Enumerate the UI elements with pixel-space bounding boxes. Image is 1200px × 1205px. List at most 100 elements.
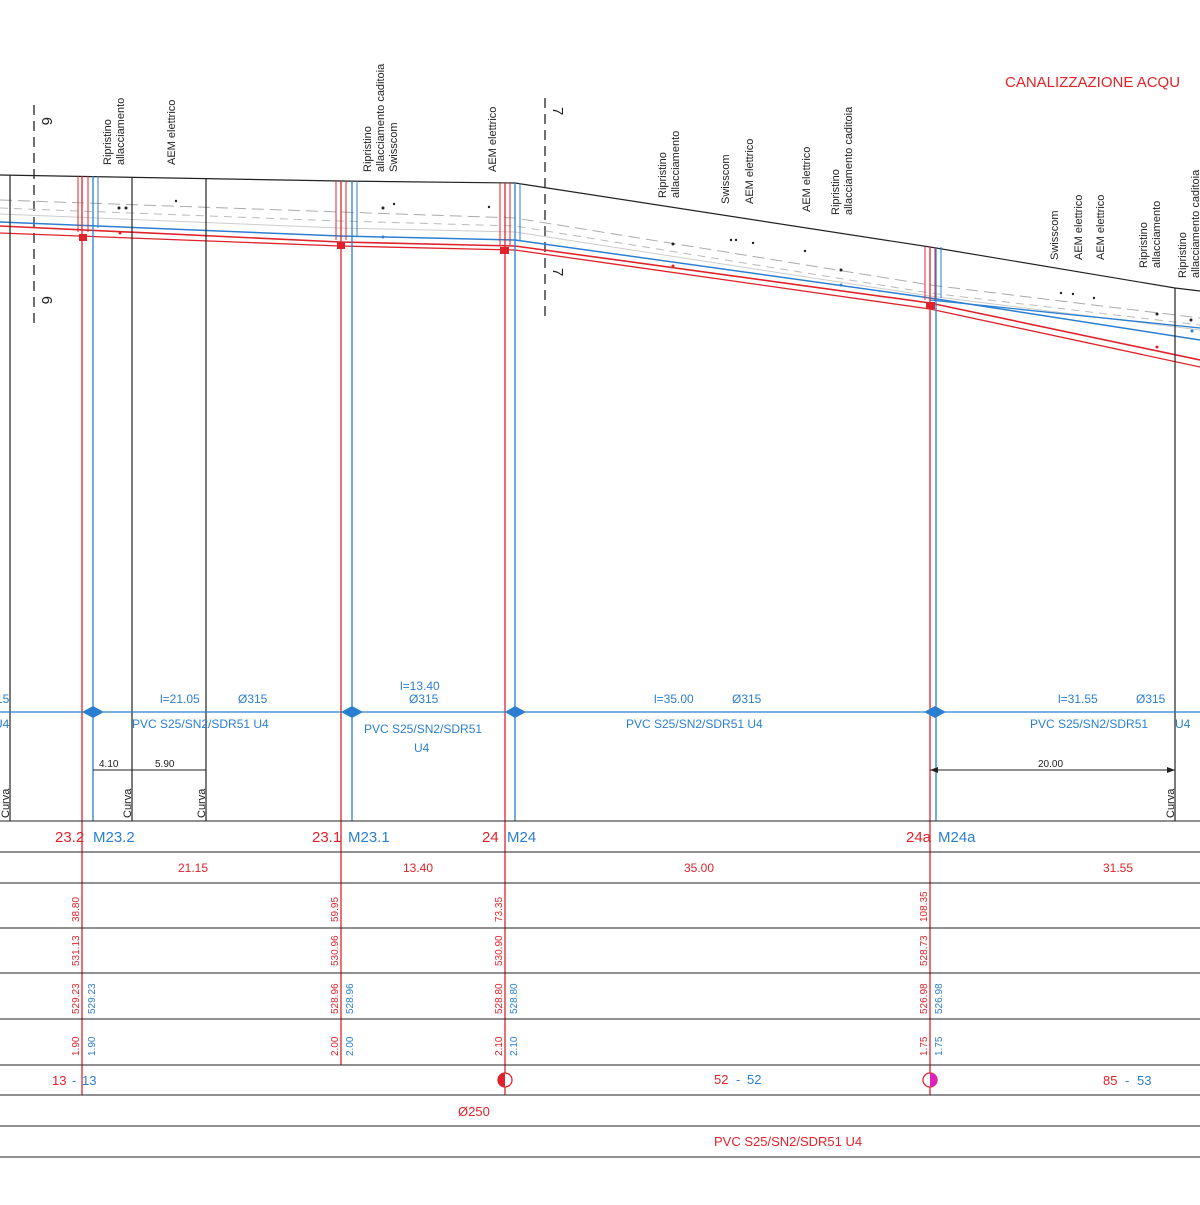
slope-2-red: 52: [714, 1072, 728, 1087]
depth-blue-24: 2.10: [509, 1036, 520, 1056]
annotation-ripristino-3: Ripristinoallacciamento: [1138, 201, 1163, 268]
annotation-aem-5: AEM elettrico: [1073, 195, 1085, 260]
invert-red-24: 528.80: [494, 983, 505, 1014]
invert-blue-23-2: 529.23: [87, 983, 98, 1014]
annotation-ripristino-caditoia-3: Ripristinoallacciamento caditoia: [1177, 169, 1200, 278]
left-partial-diameter: 15: [0, 692, 10, 706]
invert-red-24a: 526.98: [919, 983, 930, 1014]
slope-3-blue: 53: [1137, 1073, 1151, 1088]
slope-row: 13 - 13 52 - 52 85 - 53: [52, 1072, 1151, 1088]
structure-verticals: [9, 175, 1176, 821]
curva-2: Curva: [122, 788, 134, 818]
depth-red-23-1: 2.00: [330, 1036, 341, 1056]
annotation-aem-2: AEM elettrico: [487, 107, 499, 172]
distance-1: 21.15: [178, 861, 208, 875]
manhole-code-m24: M24: [507, 829, 536, 846]
progressive-23-1: 59.95: [330, 897, 341, 922]
depth-red-23-2: 1.90: [71, 1036, 82, 1056]
curve-labels: Curva Curva Curva Curva: [0, 788, 1177, 818]
existing-utility-line-2: [0, 207, 1200, 326]
depth-blue-23-2: 1.90: [87, 1036, 98, 1056]
depth-blue-23-1: 2.00: [345, 1036, 356, 1056]
annotation-aem-6: AEM elettrico: [1095, 195, 1107, 260]
slope-1-sep: -: [72, 1073, 76, 1088]
invert-blue-23-1: 528.96: [345, 983, 356, 1014]
manhole-code-m23-1: M23.1: [348, 829, 390, 846]
existing-utility-line-1: [0, 199, 1200, 319]
annotation-aem-1: AEM elettrico: [166, 100, 178, 165]
segment-3-material: PVC S25/SN2/SDR51 U4: [626, 717, 763, 731]
progressive-24: 73.35: [494, 897, 505, 922]
segment-2-length: l=13.40: [400, 679, 440, 693]
distance-4: 31.55: [1103, 861, 1133, 875]
manhole-id-24a: 24a: [906, 829, 932, 846]
pipe-segment-labels: 15 U4 l=21.05 Ø315 PVC S25/SN2/SDR51 U4 …: [0, 679, 1191, 755]
small-dimension-labels: 4.10 5.90 20.00: [99, 759, 1063, 770]
slope-1-red: 13: [52, 1073, 66, 1088]
small-dimension-arrows: [930, 767, 1175, 773]
segment-3-diameter: Ø315: [732, 692, 762, 706]
segment-3-length: l=35.00: [654, 692, 694, 706]
slope-1-blue: 13: [82, 1073, 96, 1088]
dim-20-00: 20.00: [1038, 759, 1063, 770]
segment-2-material-2: U4: [414, 741, 430, 755]
segment-1-material: PVC S25/SN2/SDR51 U4: [132, 717, 269, 731]
manhole-verticals: [77, 176, 942, 1095]
junction-symbols: [497, 1072, 938, 1088]
depth-blue-24a: 1.75: [934, 1036, 945, 1056]
manhole-id-23-2: 23.2: [55, 829, 84, 846]
invert-red-23-1: 528.96: [330, 983, 341, 1014]
segment-4-material-2: U4: [1175, 717, 1191, 731]
utility-markers: [117, 199, 1194, 349]
curva-1: Curva: [0, 788, 12, 818]
dim-5-90: 5.90: [155, 759, 175, 770]
manhole-id-23-1: 23.1: [312, 829, 341, 846]
invert-blue-24: 528.80: [509, 983, 520, 1014]
manhole-code-m23-2: M23.2: [93, 829, 135, 846]
depth-red-24a: 1.75: [919, 1036, 930, 1056]
manhole-marker-23-2: [79, 234, 87, 241]
segment-1-length: l=21.05: [160, 692, 200, 706]
annotation-ripristino-2: Ripristinoallacciamento: [657, 131, 682, 198]
manhole-code-m24a: M24a: [938, 829, 976, 846]
section-marker-6-top: 6: [38, 117, 55, 125]
blue-pipe-branch: [929, 299, 1200, 329]
left-partial-material: U4: [0, 717, 10, 731]
slope-3-sep: -: [1125, 1073, 1129, 1088]
curva-3: Curva: [196, 788, 208, 818]
annotation-ripristino-1: Ripristinoallacciamento: [102, 98, 127, 165]
section-marker-7-top: 7: [549, 107, 566, 115]
distance-2: 13.40: [403, 861, 433, 875]
terrain-24: 530.90: [494, 935, 505, 966]
slope-2-sep: -: [736, 1072, 740, 1087]
pipe-material-row: PVC S25/SN2/SDR51 U4: [714, 1134, 862, 1149]
section-marker-6-bottom: 6: [38, 296, 55, 304]
manhole-id-24: 24: [482, 829, 499, 846]
red-pipe-bottom: [0, 232, 1200, 368]
distance-row: 21.15 13.40 35.00 31.55: [178, 861, 1133, 875]
drawing-title: CANALIZZAZIONE ACQU: [1005, 74, 1180, 91]
terrain-line: [0, 174, 1200, 292]
invert-red-23-2: 529.23: [71, 983, 82, 1014]
terrain-23-1: 530.96: [330, 935, 341, 966]
segment-4-length: l=31.55: [1058, 692, 1098, 706]
annotation-swisscom-2: Swisscom: [1049, 210, 1061, 260]
annotation-aem-3: AEM elettrico: [744, 139, 756, 204]
invert-blue-24a: 526.98: [934, 983, 945, 1014]
dim-4-10: 4.10: [99, 759, 119, 770]
segment-1-diameter: Ø315: [238, 692, 268, 706]
segment-4-material: PVC S25/SN2/SDR51: [1030, 717, 1148, 731]
slope-3-red: 85: [1103, 1073, 1117, 1088]
annotation-swisscom-1: Swisscom: [720, 154, 732, 204]
curva-4: Curva: [1165, 788, 1177, 818]
depth-red-24: 2.10: [494, 1036, 505, 1056]
progressive-23-2: 38.80: [71, 897, 82, 922]
manhole-labels: 23.2 M23.2 23.1 M23.1 24 M24 24a M24a: [55, 829, 976, 846]
terrain-24a: 528.73: [919, 935, 930, 966]
segment-2-material: PVC S25/SN2/SDR51: [364, 722, 482, 736]
terrain-23-2: 531.13: [71, 935, 82, 966]
dimension-arrows: [82, 706, 946, 718]
table-values: 38.80 531.13 529.23 529.23 1.90 1.90 59.…: [71, 891, 945, 1056]
